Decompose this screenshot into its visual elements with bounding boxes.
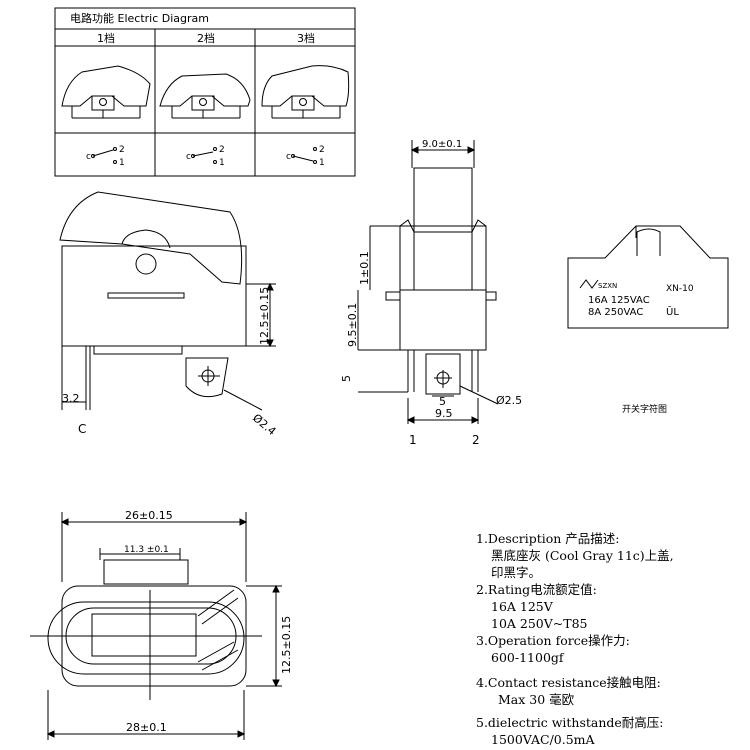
marking-ul: ŪL [666, 305, 679, 318]
table-header-2: 2档 [197, 31, 215, 45]
brand-logo-icon [579, 279, 599, 289]
rocker-cap [59, 191, 243, 285]
table-border [54, 7, 356, 177]
spec-2-title: 2.Rating电流额定值: [476, 582, 597, 597]
pin-2-label: 2 [472, 433, 480, 447]
spec-3-line-1: 600-1100gf [491, 650, 564, 665]
svg-text:1: 1 [319, 158, 325, 168]
table-header-3: 3档 [297, 31, 315, 45]
marking-view: SZXN XN-10 16A 125VAC 8A 250VAC ŪL 开关字符图 [567, 225, 729, 415]
svg-text:c: c [286, 152, 291, 162]
front-dim-5h: 5 [439, 395, 446, 408]
spec-4-title: 4.Contact resistance接触电阻: [476, 675, 661, 690]
table-header-1: 1档 [97, 31, 115, 45]
solder-tab [185, 357, 229, 398]
svg-text:c: c [86, 152, 91, 162]
pin-1-label: 1 [409, 433, 417, 447]
contact-symbol-2: c 2 1 [186, 145, 225, 168]
spec-1-title: 1.Description 产品描述: [476, 531, 620, 546]
side-body [61, 245, 247, 347]
svg-text:1: 1 [119, 158, 125, 168]
side-label-c: C [78, 422, 86, 436]
front-view: 9.0±0.1 Ø2.5 1±0.1 9.5±0.1 5 5 9.5 1 2 [340, 139, 522, 447]
front-body [399, 225, 487, 351]
svg-text:2: 2 [219, 145, 225, 155]
pin-1 [407, 350, 415, 392]
svg-text:1: 1 [219, 158, 225, 168]
svg-text:2: 2 [319, 145, 325, 155]
spec-3-title: 3.Operation force操作力: [476, 633, 630, 648]
marking-model: XN-10 [666, 284, 694, 294]
side-view: Ø2.4 12.5±0.15 3.2 C [59, 191, 278, 438]
pin-c [85, 346, 91, 410]
front-dim-9-5h: 9.5 [435, 407, 453, 420]
rocker-position-2 [159, 73, 251, 119]
side-height-dim: 12.5±0.15 [258, 287, 271, 345]
marking-brand: SZXN [598, 282, 617, 290]
top-dim-26: 26±0.15 [125, 509, 173, 522]
top-view: 26±0.15 11.3 ±0.1 12.5±0.15 28±0.1 [30, 509, 293, 740]
front-top-dim: 9.0±0.1 [422, 139, 462, 150]
table-title: 电路功能 Electric Diagram [70, 11, 209, 25]
top-terminal-upper [197, 589, 239, 625]
top-rocker [47, 601, 245, 675]
spec-5-line-1: 1500VAC/0.5mA [491, 732, 595, 747]
pivot-hole [135, 253, 157, 275]
spec-5-title: 5.dielectric withstande耐高压: [476, 715, 664, 730]
front-dim-9-5v: 9.5±0.1 [346, 303, 359, 347]
svg-text:2: 2 [119, 145, 125, 155]
front-hole-dim: Ø2.5 [496, 394, 522, 407]
marking-caption: 开关字符图 [622, 403, 667, 415]
side-pin-dim: 3.2 [62, 392, 80, 405]
rocker-position-3 [261, 65, 350, 119]
marking-outline [567, 225, 729, 329]
spec-2-line-2: 10A 250V~T85 [491, 616, 588, 631]
electric-diagram-table: 电路功能 Electric Diagram 1档 2档 3档 [54, 7, 356, 177]
marking-rating-1: 16A 125VAC [588, 295, 650, 306]
spec-2-line-1: 16A 125V [491, 599, 553, 614]
spec-4-line-1: Max 30 毫欧 [498, 692, 575, 707]
top-tab [103, 559, 189, 585]
contact-symbol-1: c 2 1 [86, 145, 125, 168]
top-dim-11-3: 11.3 ±0.1 [124, 545, 169, 555]
top-dim-28: 28±0.1 [126, 721, 167, 734]
side-hole-dim: Ø2.4 [250, 411, 278, 438]
spec-1-line-1: 黑底座灰 (Cool Gray 11c)上盖, [491, 548, 674, 563]
spec-1-line-2: 印黑字。 [491, 565, 542, 580]
specifications: 1.Description 产品描述: 黑底座灰 (Cool Gray 11c)… [476, 530, 746, 748]
front-dim-1: 1±0.1 [358, 251, 371, 285]
marking-rating-2: 8A 250VAC [588, 307, 643, 318]
contact-symbol-3: c 2 1 [286, 145, 325, 168]
rocker-position-1 [61, 65, 151, 119]
top-terminal-lower [197, 641, 239, 671]
front-actuator [413, 167, 473, 233]
svg-text:c: c [186, 152, 191, 162]
front-dim-5v: 5 [340, 375, 353, 382]
top-dim-12-5: 12.5±0.15 [280, 616, 293, 674]
pin-2 [471, 350, 479, 392]
